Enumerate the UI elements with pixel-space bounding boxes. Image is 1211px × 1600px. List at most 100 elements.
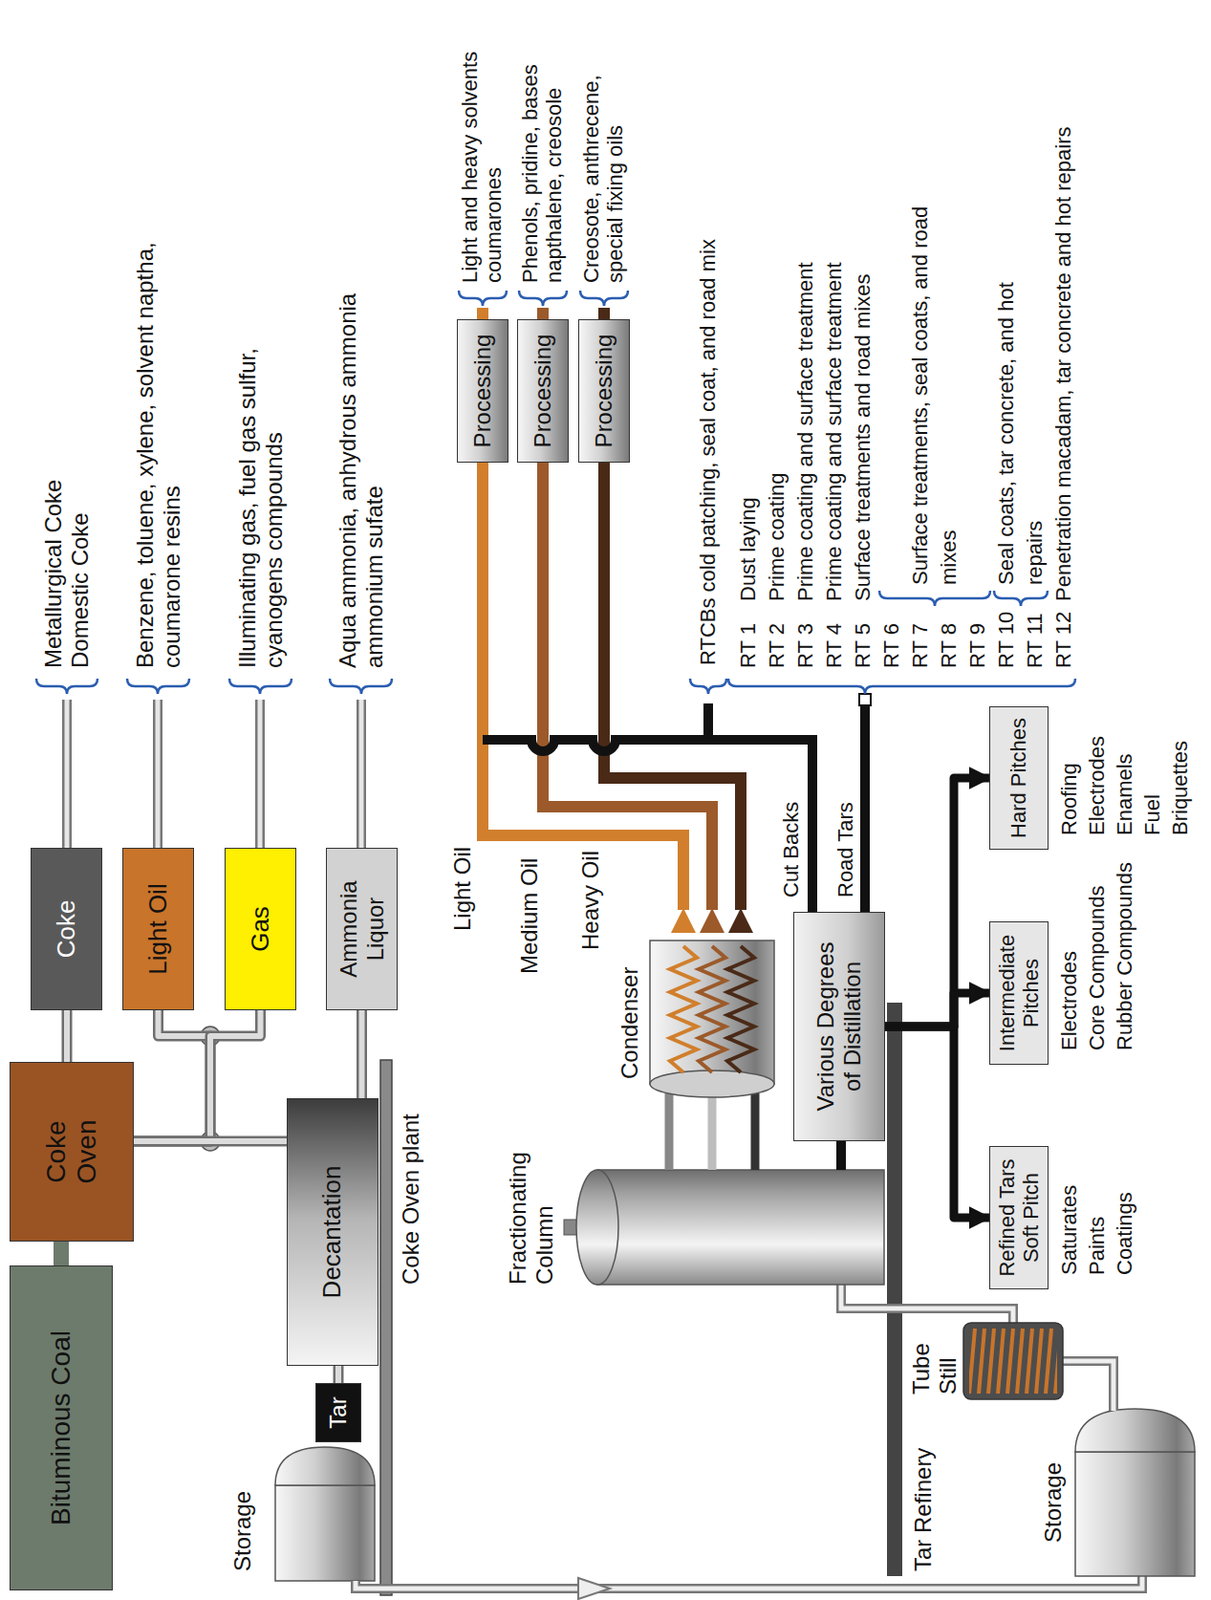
curly-bracket — [879, 590, 991, 606]
oven-box: Coke Oven — [9, 1061, 134, 1242]
pitch-box: Intermediate Pitches — [989, 921, 1049, 1065]
distillation-box: Various Degrees of Distillation — [793, 911, 886, 1142]
refinery-storage-tank — [1075, 1408, 1195, 1577]
product-pipes — [66, 699, 362, 848]
part-label: RT 6 — [877, 623, 907, 669]
pipe-stroke — [133, 1010, 211, 1142]
part-label: Heavy Oil — [577, 850, 605, 951]
curly-bracket — [229, 678, 292, 694]
part-label: Condenser — [616, 967, 644, 1080]
box-text: Light Oil — [144, 883, 173, 974]
pitch-box: Hard Pitches — [989, 706, 1049, 850]
part-label: RT 10 — [992, 611, 1021, 669]
decanter-box: Decantation — [286, 1098, 379, 1366]
coke-plant-storage-tank — [275, 1447, 375, 1486]
road-tar-junction — [859, 693, 871, 706]
curly-bracket — [519, 290, 567, 306]
part-label: Phenols, pridine, bases napthalene, creo… — [518, 10, 567, 283]
box-text: Tar — [324, 1396, 352, 1428]
refinery-pipes — [1060, 1361, 1114, 1411]
process-pipe — [338, 1365, 340, 1384]
coke-plant-storage-tank — [275, 1447, 375, 1581]
pipe-stroke — [359, 1010, 366, 1099]
part-label: Storage — [1039, 1462, 1067, 1543]
tube-still — [963, 1322, 1063, 1400]
feed-box: Bituminous Coal — [9, 1265, 113, 1591]
pitch-flow-arrow — [885, 993, 990, 1027]
column-to-condenser-pipes — [751, 1093, 760, 1170]
oil-lines — [670, 908, 696, 933]
product-pipes — [66, 699, 362, 848]
curly-bracket — [580, 290, 628, 306]
refinery-pipes — [841, 1284, 1014, 1325]
part-label: Rubber Compounds — [1112, 862, 1137, 1051]
box-text: Decantation — [318, 1166, 347, 1299]
oil-lines — [598, 307, 610, 320]
transfer-pipe — [578, 1578, 610, 1600]
curly-bracket — [127, 678, 190, 694]
process-pipe — [361, 1010, 363, 1099]
part-label: RT 12 — [1049, 611, 1079, 669]
plant-floor-bar — [380, 1059, 392, 1596]
condenser — [670, 946, 697, 1073]
cut-back-line — [860, 705, 870, 912]
part-label: Road Tars — [833, 801, 858, 898]
part-label: Dust laying — [734, 497, 763, 602]
oil-lines — [728, 908, 754, 933]
refinery-storage-tank — [1075, 1408, 1195, 1452]
transfer-pipe — [355, 1576, 1143, 1589]
product-box: Gas — [224, 847, 297, 1011]
part-label: Prime coating and surface treatment — [820, 261, 849, 602]
part-label: Electrodes — [1057, 951, 1082, 1051]
process-box: Processing — [517, 319, 569, 463]
refinery-pipes — [841, 1284, 1014, 1325]
part-label: RTCBs cold patching, seal coat, and road… — [693, 238, 723, 666]
coke-plant-storage-tank — [275, 1485, 375, 1581]
oil-lines — [537, 307, 549, 320]
part-label: Tube Still — [908, 1327, 961, 1395]
pipe-stroke — [62, 1010, 73, 1062]
pipe-stroke — [133, 1136, 287, 1147]
part-label: Enamels — [1112, 753, 1137, 836]
part-label: Cut Backs — [778, 801, 803, 898]
curly-bracket — [994, 590, 1048, 606]
part-label: Roofing — [1057, 762, 1082, 836]
oil-lines — [699, 908, 725, 933]
box-text: Hard Pitches — [1006, 717, 1031, 839]
curly-bracket — [36, 678, 98, 694]
fractionating-column — [576, 1169, 619, 1285]
part-label: RT 8 — [934, 623, 964, 669]
column-to-condenser-pipes — [665, 1093, 674, 1170]
fractionating-column — [563, 1169, 885, 1285]
part-label: Fractionating Column — [504, 1122, 558, 1285]
column-to-condenser-pipes — [836, 1141, 846, 1170]
process-pipe — [133, 1010, 211, 1142]
part-label: RT 7 — [906, 623, 935, 669]
pipe-stroke — [64, 1010, 70, 1062]
pipe-stroke — [356, 1010, 368, 1099]
part-label: Coatings — [1112, 1191, 1137, 1276]
pipe-stroke — [133, 1138, 287, 1145]
refinery-pipes — [841, 1284, 1114, 1411]
part-label: Illuminating gas, fuel gas sulfur, cyano… — [234, 324, 287, 669]
condenser — [698, 946, 726, 1073]
condenser — [649, 1070, 775, 1098]
pipe-stroke — [333, 1365, 345, 1384]
oil-lines — [476, 307, 489, 320]
part-label: Fuel — [1140, 794, 1165, 836]
process-box: Processing — [456, 319, 509, 463]
box-text: Bituminous Coal — [45, 1330, 77, 1526]
pipe-stroke — [885, 993, 990, 1027]
condenser — [727, 946, 755, 1073]
part-label: Briquettes — [1167, 740, 1192, 836]
part-label: Saturates — [1057, 1185, 1082, 1276]
pipe-stroke — [133, 1010, 261, 1142]
part-label: RT 1 — [734, 623, 763, 669]
transfer-pipe — [355, 1576, 1143, 1600]
part-label: Prime coating — [762, 472, 792, 602]
part-label: RT 2 — [762, 623, 792, 669]
part-label: RT 3 — [791, 623, 821, 669]
refinery-floor-bar — [886, 1002, 903, 1577]
